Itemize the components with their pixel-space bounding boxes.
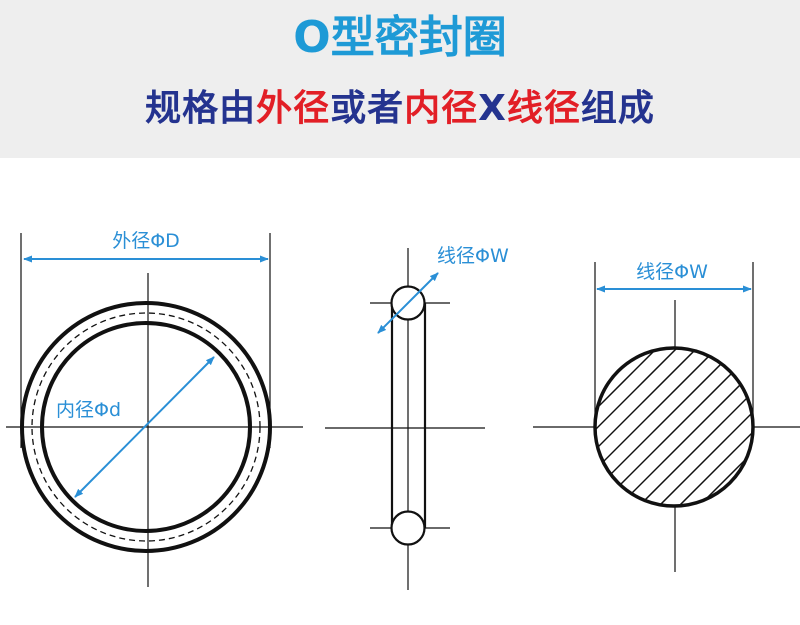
subtitle-part: 规格由 bbox=[145, 88, 257, 129]
cross-section-outline bbox=[593, 346, 755, 508]
subtitle-part: 或者 bbox=[330, 88, 405, 129]
wire-diameter-label-section: 线径ΦW bbox=[636, 261, 708, 283]
subtitle-part: 线径 bbox=[506, 88, 581, 129]
outer-diameter-label: 外径ΦD bbox=[112, 230, 180, 252]
wire-diameter-dimension bbox=[377, 272, 439, 334]
inner-ring-edge bbox=[40, 321, 252, 533]
outer-ring-edge bbox=[20, 301, 272, 553]
inner-diameter-label: 内径Φd bbox=[56, 399, 121, 421]
subtitle-part: 内径 bbox=[404, 88, 479, 129]
title-prefix: O bbox=[293, 12, 331, 63]
page-subtitle: 规格由外径或者内径X线径组成 bbox=[0, 84, 800, 134]
subtitle-part: 组成 bbox=[580, 88, 655, 129]
subtitle-part: X bbox=[478, 88, 507, 129]
side-bottom-section bbox=[390, 510, 426, 546]
ring-midline-dashed bbox=[31, 312, 261, 542]
wire-diameter-label-side: 线径ΦW bbox=[437, 245, 509, 267]
side-view: 线径ΦW bbox=[325, 245, 509, 590]
cross-section-fill bbox=[595, 348, 753, 506]
cross-section-view: 线径ΦW bbox=[533, 261, 800, 572]
subtitle-part: 外径 bbox=[256, 88, 331, 129]
page-title: O型密封圈 bbox=[0, 8, 800, 68]
header-band: O型密封圈 规格由外径或者内径X线径组成 bbox=[0, 0, 800, 158]
title-rest: 型密封圈 bbox=[330, 12, 507, 63]
inner-diameter-dimension bbox=[74, 356, 215, 498]
front-view: 外径ΦD 内径Φd bbox=[6, 230, 303, 587]
